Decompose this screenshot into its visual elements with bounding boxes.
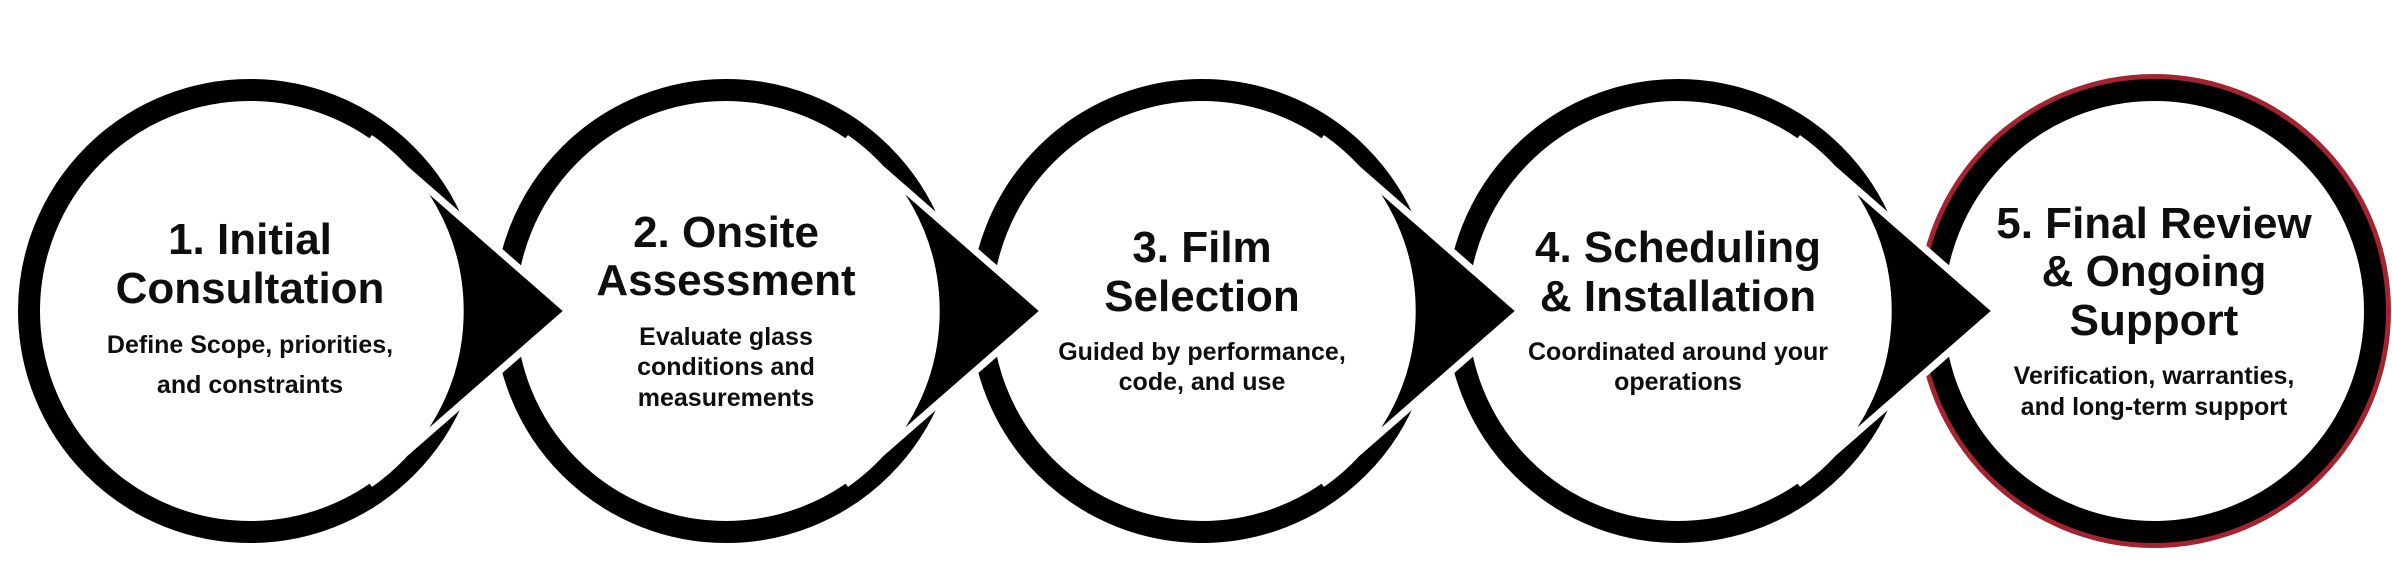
step-text: 2. Onsite Assessment Evaluate glass cond…: [511, 207, 941, 413]
step-subtitle: Guided by performance, code, and use: [1058, 337, 1346, 397]
step-circle-5: 5. Final Review & Ongoing Support Verifi…: [1922, 79, 2386, 543]
step-title: 3. Film Selection: [1104, 223, 1300, 321]
step-text: 3. Film Selection Guided by performance,…: [987, 223, 1417, 398]
step-subtitle: Define Scope, priorities, and constraint…: [106, 330, 394, 400]
step-title: 5. Final Review & Ongoing Support: [1996, 198, 2312, 345]
step-circle-1: 1. Initial Consultation Define Scope, pr…: [18, 79, 482, 543]
step-text: 5. Final Review & Ongoing Support Verifi…: [1939, 198, 2369, 422]
step-subtitle: Coordinated around your operations: [1528, 337, 1828, 397]
step-title: 1. Initial Consultation: [115, 215, 385, 313]
step-subtitle: Evaluate glass conditions and measuremen…: [637, 322, 815, 412]
step-text: 1. Initial Consultation Define Scope, pr…: [35, 215, 465, 406]
step-subtitle: Verification, warranties, and long-term …: [2013, 362, 2295, 421]
step-circle-3: 3. Film Selection Guided by performance,…: [970, 79, 1434, 543]
step-title: 2. Onsite Assessment: [596, 207, 856, 306]
step-text: 4. Scheduling & Installation Coordinated…: [1463, 223, 1893, 398]
step-title: 4. Scheduling & Installation: [1534, 223, 1822, 321]
step-circle-4: 4. Scheduling & Installation Coordinated…: [1446, 79, 1910, 543]
step-circle-2: 2. Onsite Assessment Evaluate glass cond…: [494, 79, 958, 543]
